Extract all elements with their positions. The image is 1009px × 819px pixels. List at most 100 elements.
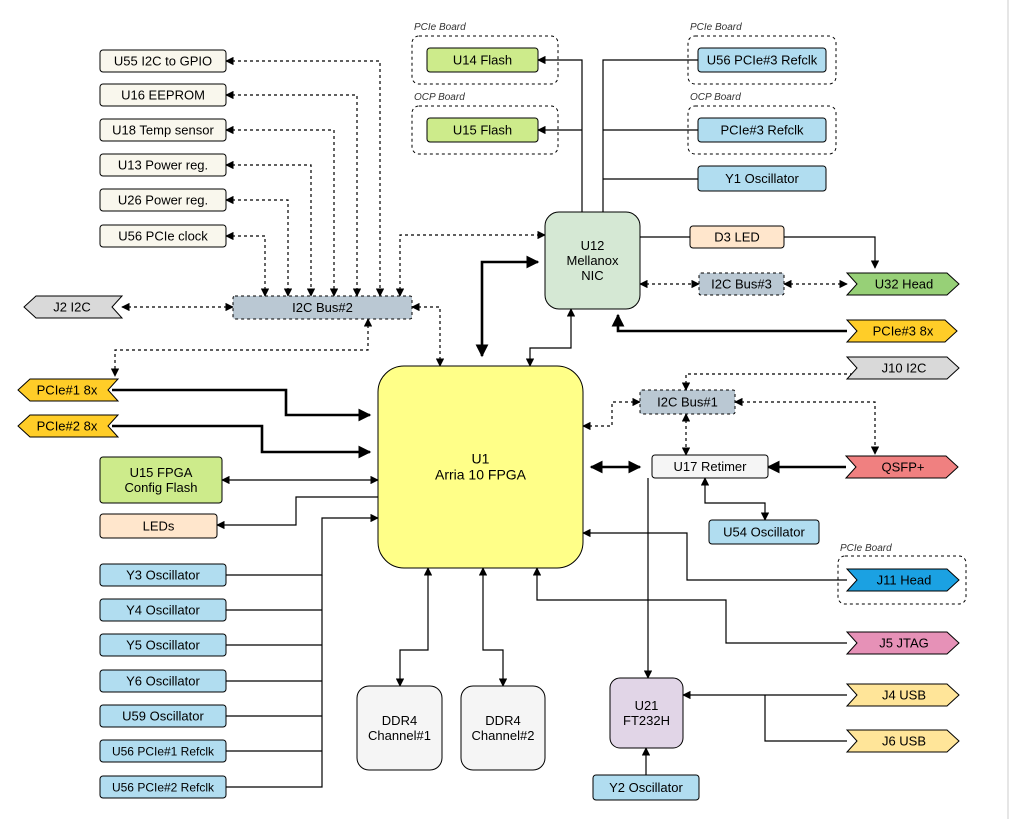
u17-retimer-label: U17 Retimer <box>674 459 748 474</box>
j5-jtag-connector-label: J5 JTAG <box>879 636 929 651</box>
d3-led: D3 LED <box>689 225 785 249</box>
ddr4-channel-1-label: DDR4 <box>382 713 417 728</box>
u13-power-reg-box <box>99 153 227 177</box>
j10-i2c-connector-shape <box>845 356 960 380</box>
u21-ft232h-box <box>609 677 684 749</box>
u12-nic-box <box>544 211 641 310</box>
y6-oscillator-label: Y6 Oscillator <box>126 674 200 689</box>
page-edge <box>1007 0 1009 819</box>
u56-pcie-clock-label: U56 PCIe clock <box>118 229 208 244</box>
ddr4-channel-1-label: Channel#1 <box>368 728 431 743</box>
group-ocp-board-right <box>687 105 837 155</box>
u56-pcie2-refclk: U56 PCIe#2 Refclk <box>99 775 227 799</box>
i2c-bus-1-box <box>639 389 736 415</box>
j4-usb-connector-shape <box>845 683 960 707</box>
group-label-pcie-board-right: PCIe Board <box>690 22 742 33</box>
pcie3-refclk-label: PCIe#3 Refclk <box>720 123 804 138</box>
y3-oscillator: Y3 Oscillator <box>99 563 227 587</box>
qsfp-connector: QSFP+ <box>844 455 959 479</box>
u21-ft232h-label: FT232H <box>623 713 670 728</box>
group-label-pcie-board-j11: PCIe Board <box>840 543 892 554</box>
y2-oscillator-box <box>592 774 700 801</box>
y3-oscillator-label: Y3 Oscillator <box>126 568 200 583</box>
u15-flash: U15 Flash <box>426 117 539 143</box>
u56-pcie1-refclk-label: U56 PCIe#1 Refclk <box>112 745 215 759</box>
u1-fpga-box <box>377 365 584 569</box>
u14-flash-box <box>426 47 539 73</box>
u56-pcie3-refclk-label: U56 PCIe#3 Refclk <box>707 53 818 68</box>
pcie3-connector-shape <box>845 319 958 343</box>
j5-jtag-connector: J5 JTAG <box>845 631 960 655</box>
leds-label: LEDs <box>143 519 175 534</box>
d3-led-label: D3 LED <box>714 230 760 245</box>
j11-head-connector-label: J11 Head <box>877 573 932 588</box>
j2-i2c-connector-label: J2 I2C <box>53 300 91 315</box>
i2c-bus-2-box <box>232 295 413 320</box>
y3-oscillator-box <box>99 563 227 587</box>
y2-oscillator: Y2 Oscillator <box>592 774 700 801</box>
u54-oscillator-box <box>708 519 820 545</box>
y6-oscillator: Y6 Oscillator <box>99 669 227 693</box>
u16-eeprom-box <box>99 83 227 107</box>
u1-fpga-label: Arria 10 FPGA <box>435 467 527 483</box>
u56-pcie2-refclk-label: U56 PCIe#2 Refclk <box>112 781 215 795</box>
j10-i2c-connector: J10 I2C <box>845 356 960 380</box>
u59-oscillator-box <box>99 704 227 728</box>
pcie1-connector-label: PCIe#1 8x <box>37 383 98 398</box>
pcie2-connector-label: PCIe#2 8x <box>37 419 98 434</box>
ddr4-channel-2-box <box>460 685 546 771</box>
u18-temp-sensor-box <box>99 118 227 142</box>
u18-temp-sensor-label: U18 Temp sensor <box>112 123 214 138</box>
u15-config-flash-label: Config Flash <box>125 480 198 495</box>
pcie3-refclk: PCIe#3 Refclk <box>697 117 827 143</box>
u26-power-reg-box <box>99 188 227 212</box>
group-label-ocp-board-left: OCP Board <box>414 92 465 103</box>
u55-i2c-gpio-label: U55 I2C to GPIO <box>114 54 212 69</box>
u14-flash: U14 Flash <box>426 47 539 73</box>
u59-oscillator-label: U59 Oscillator <box>122 709 204 724</box>
y5-oscillator-label: Y5 Oscillator <box>126 638 200 653</box>
j2-i2c-connector: J2 I2C <box>23 295 124 319</box>
i2c-bus-1: I2C Bus#1 <box>639 389 736 415</box>
leds: LEDs <box>99 513 218 539</box>
y1-oscillator-box <box>697 165 827 192</box>
u14-flash-label: U14 Flash <box>453 53 512 68</box>
u56-pcie-clock: U56 PCIe clock <box>99 224 227 248</box>
pcie3-connector: PCIe#3 8x <box>845 319 958 343</box>
i2c-bus-2-label: I2C Bus#2 <box>292 300 353 315</box>
pcie1-connector-shape <box>17 378 120 402</box>
i2c-bus-3-box <box>698 272 785 296</box>
u55-i2c-gpio-box <box>99 49 227 73</box>
leds-box <box>99 513 218 539</box>
j6-usb-connector-shape <box>845 729 960 753</box>
j11-head-connector: J11 Head <box>845 568 960 592</box>
u32-head-connector-shape <box>845 272 960 296</box>
u54-oscillator-label: U54 Oscillator <box>723 525 805 540</box>
j6-usb-connector: J6 USB <box>845 729 960 753</box>
u12-nic-label: NIC <box>581 268 603 283</box>
u15-flash-label: U15 Flash <box>453 123 512 138</box>
u15-config-flash-label: U15 FPGA <box>130 465 193 480</box>
qsfp-connector-label: QSFP+ <box>882 460 925 475</box>
u12-nic-label: U12 <box>581 238 605 253</box>
y1-oscillator-label: Y1 Oscillator <box>725 171 799 186</box>
u56-pcie3-refclk-box <box>697 47 827 73</box>
u17-retimer: U17 Retimer <box>651 454 769 479</box>
u59-oscillator: U59 Oscillator <box>99 704 227 728</box>
pcie3-refclk-box <box>697 117 827 143</box>
u32-head-connector: U32 Head <box>845 272 960 296</box>
j5-jtag-connector-shape <box>845 631 960 655</box>
y5-oscillator-box <box>99 633 227 657</box>
u13-power-reg-label: U13 Power reg. <box>118 158 208 173</box>
u15-config-flash-box <box>99 456 223 504</box>
y6-oscillator-box <box>99 669 227 693</box>
u21-ft232h-label: U21 <box>635 698 659 713</box>
u1-fpga-label: U1 <box>472 451 490 467</box>
u56-pcie3-refclk: U56 PCIe#3 Refclk <box>697 47 827 73</box>
group-label-ocp-board-right: OCP Board <box>690 92 741 103</box>
u16-eeprom-label: U16 EEPROM <box>121 88 205 103</box>
